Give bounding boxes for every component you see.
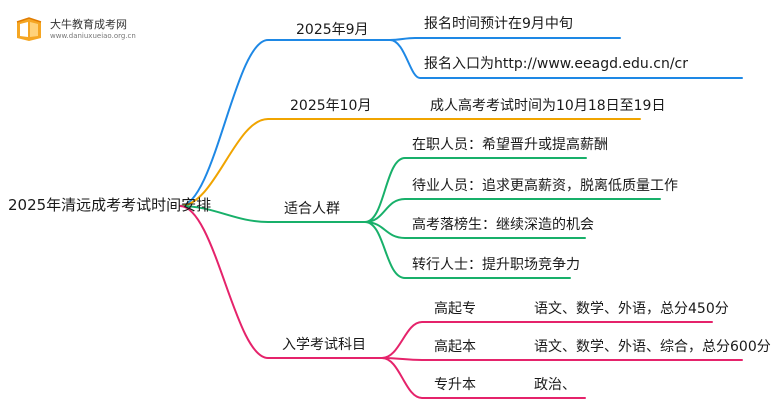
connector-sub-3 [381,357,586,399]
connector-sep-2 [389,39,743,79]
audience-graduates: 高考落榜生：继续深造的机会 [412,217,594,233]
sep-item-signup-url: 报名入口为http://www.eeagd.edu.cn/cr [424,56,688,72]
logo-name: 大牛教育成考网 [50,18,127,31]
subjects-level-zhuanshengben: 专升本 [434,377,476,393]
connector-2025-sep [179,39,391,207]
oct-item-exam-time: 成人高考考试时间为10月18日至19日 [430,98,666,114]
connector-sub-1 [381,321,713,359]
book-logo-icon [16,17,42,41]
site-logo: 大牛教育成考网 www.daniuxueiao.org.cn [14,14,184,48]
audience-career-change: 转行人士：提升职场竞争力 [412,257,580,273]
mindmap-connectors [179,37,743,399]
connector-aud-2 [364,198,661,223]
connector-aud-4 [364,221,571,279]
connector-subjects [179,205,383,359]
root-node: 2025年清远成考考试时间安排 [8,196,212,214]
branch-sep: 2025年9月 [296,22,369,38]
connector-sep-1 [389,37,621,41]
connector-aud-1 [364,157,587,223]
branch-audience: 适合人群 [284,201,340,217]
subjects-gaoqiben: 语文、数学、外语、综合，总分600分 [534,339,771,355]
subjects-gaoqizhuan: 语文、数学、外语，总分450分 [534,301,729,317]
branch-oct: 2025年10月 [290,98,372,114]
audience-employed: 在职人员：希望晋升或提高薪酬 [412,137,608,153]
subjects-level-gaoqizhuan: 高起专 [434,301,476,317]
connector-audience [179,205,366,223]
connector-2025-oct [179,118,641,207]
audience-unemployed: 待业人员：追求更高薪资，脱离低质量工作 [412,178,678,194]
sep-item-signup-time: 报名时间预计在9月中旬 [424,16,573,32]
subjects-zhuanshengben: 政治、 [534,377,576,393]
logo-url: www.daniuxueiao.org.cn [50,32,136,40]
branch-subjects: 入学考试科目 [282,337,366,353]
connector-sub-2 [381,357,743,361]
subjects-level-gaoqiben: 高起本 [434,339,476,355]
